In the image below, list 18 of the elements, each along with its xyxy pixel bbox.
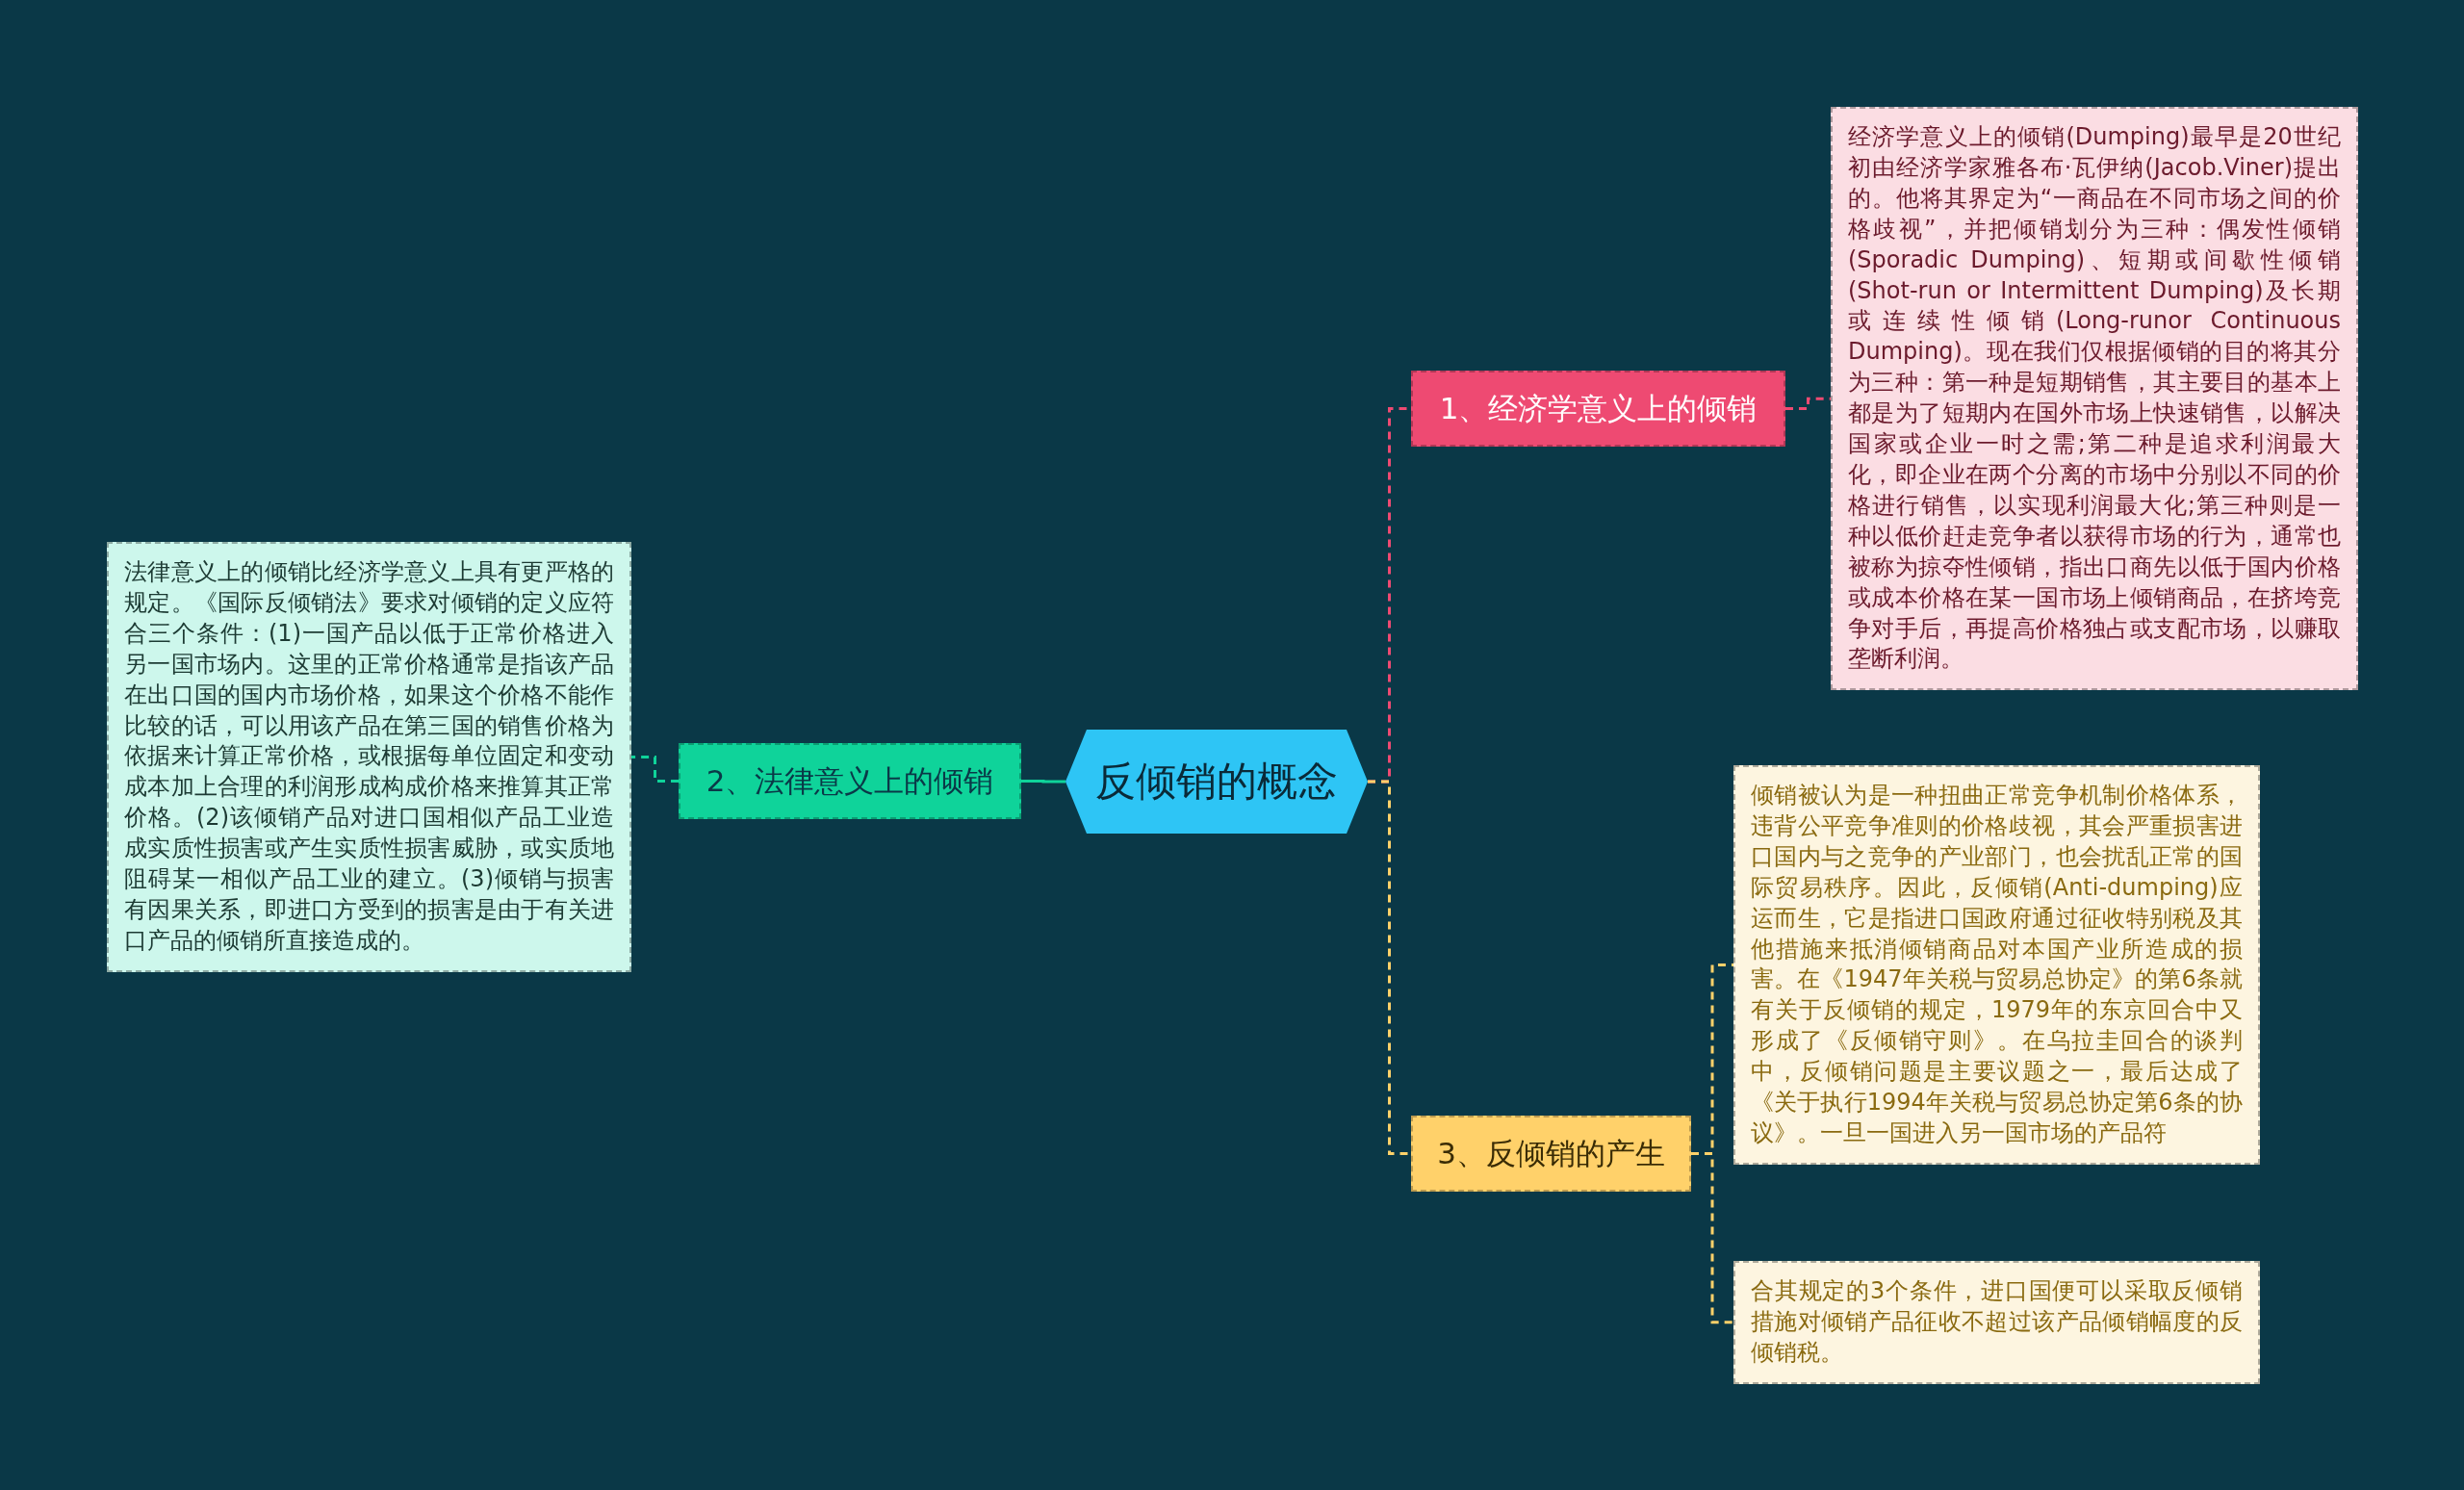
topic-box <box>1411 371 1785 447</box>
topic-box <box>1411 1116 1691 1192</box>
connector-line <box>1368 780 1411 1155</box>
note-text: 法律意义上的倾销比经济学意义上具有更严格的规定。《国际反倾销法》要求对倾销的定义应符合三个条件：(1)一国产品以低于正常价格进入另一国市场内。这里的正常价格通常是指该产品在出口国的国内市场价格，如果这个价格不能作比较的话，可以用该产品在第三国的销售价格为依据来计算正常价格，或根据每单位固定和变动成本加上合理的利润形成构成价格来推算其正常价格。(2)该倾销产品对进口国相似产品工业造成实质性损害或产生实质性损害威胁，或实质地阻碍某一相似产品工业的建立。(3)倾销与损害有因果关系，即进口方受到的损害是由于有关进口产品的倾销所直接造成的。 <box>124 557 614 956</box>
connector-line <box>1021 780 1065 784</box>
topic-label: 反倾销的概念 <box>1095 757 1338 807</box>
central-topic-hexagon <box>1065 730 1368 834</box>
connector-line <box>1691 1152 1733 1324</box>
note-card <box>1733 1261 2260 1384</box>
note-text: 经济学意义上的倾销(Dumping)最早是20世纪初由经济学家雅各布·瓦伊纳(Jacob.Viner)提出的。他将其界定为“一商品在不同市场之间的价格歧视”，并把倾销划分为三种：偶发性倾销(Sporadic Dumping)、短期或间歇性倾销(Shot-run or Intermittent Dumping)及长期或连续性倾销(Long-runor Continuous Dumping)。现在我们仅根据倾销的目的将其分为三种：第一种是短期销售，其主要目的基本上都是为了短期内在国外市场上快速销售，以解决国家或企业一时之需;第二种是追求利润最大化，即企业在两个分离的市场中分别以不同的价格进行销售，以实现利润最大化;第三种则是一种以低价赶走竞争者以获得市场的行为，通常也被称为掠夺性倾销，指出口商先以低于国内价格或成本价格在某一国市场上倾销商品，在挤垮竞争对手后，再提高价格独占或支配市场，以赚取垄断利润。 <box>1848 122 2341 675</box>
topic-label: 3、反倾销的产生 <box>1437 1134 1665 1172</box>
topic-label: 2、法律意义上的倾销 <box>706 761 994 800</box>
connector-line <box>631 755 679 783</box>
connector-line <box>1785 397 1831 410</box>
note-text: 合其规定的3个条件，进口国便可以采取反倾销措施对倾销产品征收不超过该产品倾销幅度的反倾销税。 <box>1751 1276 2243 1368</box>
topic-label: 1、经济学意义上的倾销 <box>1439 389 1758 427</box>
topic-box <box>679 743 1021 819</box>
note-text: 倾销被认为是一种扭曲正常竞争机制价格体系，违背公平竞争准则的价格歧视，其会严重损害进口国内与之竞争的产业部门，也会扰乱正常的国际贸易秩序。因此，反倾销(Anti-dumping)应运而生，它是指进口国政府通过征收特别税及其他措施来抵消倾销商品对本国产业所造成的损害。在《1947年关税与贸易总协定》的第6条就有关于反倾销的规定，1979年的东京回合中又形成了《反倾销守则》。在乌拉圭回合的谈判中，反倾销问题是主要议题之一，最后达成了《关于执行1994年关税与贸易总协定第6条的协议》。一旦一国进入另一国市场的产品符 <box>1751 781 2243 1148</box>
